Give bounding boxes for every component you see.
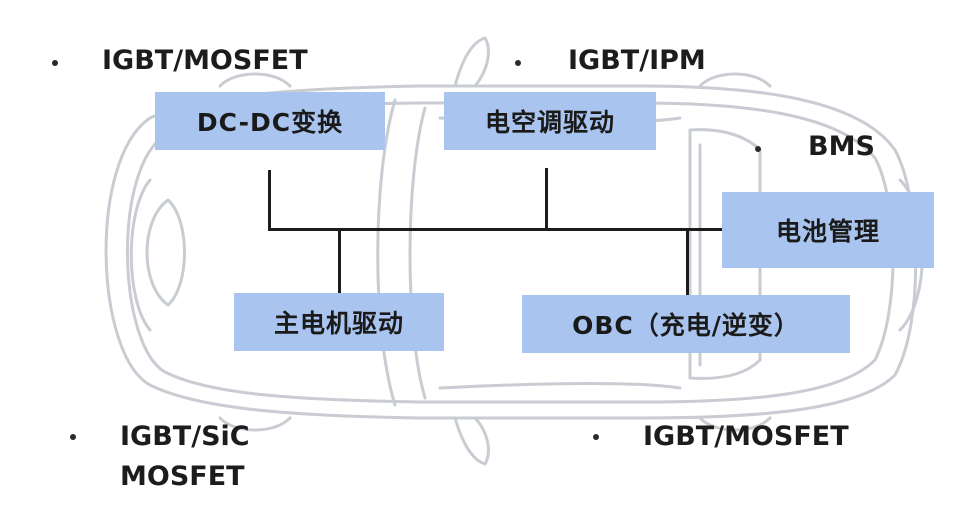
tech-label-bottom-right: IGBT/MOSFET bbox=[643, 421, 849, 452]
bullet-right bbox=[755, 146, 761, 152]
tech-label-bottom-left-line2: MOSFET bbox=[120, 461, 245, 492]
bus-drop-obc bbox=[686, 228, 689, 295]
tech-label-bottom-left-line1: IGBT/SiC bbox=[120, 421, 250, 452]
bus-drop-motor-drive bbox=[338, 228, 341, 293]
tech-label-top-left: IGBT/MOSFET bbox=[102, 45, 308, 76]
module-ac-compressor-drive: 电空调驱动 bbox=[444, 92, 656, 150]
bullet-bottom-right bbox=[593, 434, 599, 440]
tech-label-top-middle: IGBT/IPM bbox=[568, 45, 706, 76]
module-dcdc-converter: DC-DC变换 bbox=[155, 92, 385, 150]
tech-label-right: BMS bbox=[808, 131, 875, 162]
bullet-top-left bbox=[52, 60, 58, 66]
bullet-top-middle bbox=[515, 60, 521, 66]
module-main-motor-drive: 主电机驱动 bbox=[234, 293, 444, 351]
module-obc-charger-inverter: OBC（充电/逆变） bbox=[522, 295, 850, 353]
module-battery-management: 电池管理 bbox=[722, 192, 934, 268]
bus-drop-dcdc bbox=[268, 170, 271, 230]
bus-drop-ac-drive bbox=[545, 168, 548, 230]
bus-main-horizontal bbox=[268, 228, 724, 231]
bullet-bottom-left bbox=[70, 434, 76, 440]
